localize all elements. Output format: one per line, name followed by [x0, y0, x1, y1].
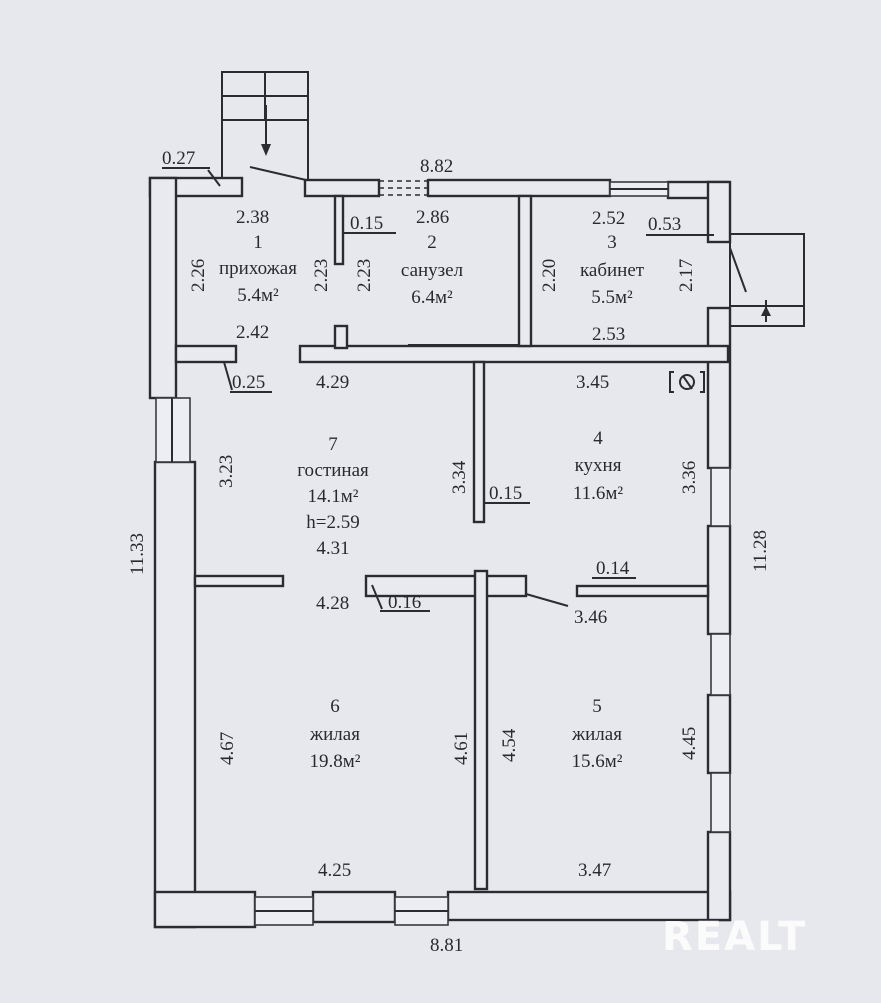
- dim-2-17: 2.17: [676, 259, 697, 292]
- room-7-area: 14.1м²: [308, 486, 359, 507]
- dim-3-34: 3.34: [449, 460, 470, 494]
- entrance-steps: [221, 71, 309, 181]
- room-7-number: 7: [328, 434, 338, 455]
- room-4: 4 кухня 11.6м²: [573, 428, 624, 504]
- dim-2-38: 2.38: [236, 207, 269, 228]
- room-5-number: 5: [592, 696, 602, 717]
- dim-0-53: 0.53: [648, 214, 681, 235]
- room-4-area: 11.6м²: [573, 483, 624, 504]
- dim-2-23-a: 2.23: [311, 259, 332, 292]
- room-5-name: жилая: [571, 724, 622, 745]
- room-7-height: h=2.59: [306, 512, 359, 533]
- room-7: 7 гостиная 14.1м² h=2.59 4.31: [297, 434, 369, 559]
- dim-4-67: 4.67: [217, 732, 238, 765]
- dim-2-26: 2.26: [188, 259, 209, 292]
- room-6-area: 19.8м²: [310, 751, 361, 772]
- room-1-area: 5.4м²: [237, 285, 279, 306]
- room-5: 5 жилая 15.6м²: [571, 696, 623, 772]
- dim-0-16: 0.16: [388, 592, 421, 613]
- leader-lines: [162, 167, 714, 612]
- room-2-name: санузел: [401, 260, 464, 281]
- partitions: [333, 194, 533, 891]
- room-6-number: 6: [330, 696, 340, 717]
- room-2-area: 6.4м²: [411, 287, 453, 308]
- room-7-name: гостиная: [297, 460, 369, 481]
- dim-2-20: 2.20: [539, 259, 560, 292]
- room-2: 2 санузел 6.4м²: [401, 232, 464, 308]
- top-opening: [379, 180, 428, 196]
- room-2-number: 2: [427, 232, 437, 253]
- room-4-number: 4: [593, 428, 603, 449]
- dim-4-29: 4.29: [316, 372, 349, 393]
- room-1-number: 1: [253, 232, 263, 253]
- entry-arrow-icon: [261, 144, 271, 156]
- dim-bottom-width: 8.81: [430, 935, 463, 956]
- dim-3-23: 3.23: [216, 455, 237, 488]
- dim-left-height: 11.33: [127, 533, 148, 575]
- dim-2-42: 2.42: [236, 322, 269, 343]
- dim-4-54: 4.54: [499, 728, 520, 762]
- dim-2-53: 2.53: [592, 324, 625, 345]
- outer-walls: [148, 176, 732, 929]
- room-7-extra: 4.31: [316, 538, 349, 559]
- room-6-name: жилая: [309, 724, 360, 745]
- dim-top-width: 8.82: [420, 156, 453, 177]
- room-5-area: 15.6м²: [572, 751, 623, 772]
- room-3-area: 5.5м²: [591, 287, 633, 308]
- room-6: 6 жилая 19.8м²: [309, 696, 361, 772]
- dim-4-25: 4.25: [318, 860, 351, 881]
- dim-2-86: 2.86: [416, 207, 449, 228]
- porch-arrow-icon: [761, 306, 771, 316]
- room-1-name: прихожая: [219, 258, 297, 279]
- dim-2-23-b: 2.23: [354, 259, 375, 292]
- room-4-name: кухня: [575, 455, 622, 476]
- windows: [155, 181, 731, 926]
- dim-right-height: 11.28: [750, 530, 771, 572]
- room-3-name: кабинет: [580, 260, 645, 281]
- dim-3-46: 3.46: [574, 607, 607, 628]
- dim-0-15-b: 0.15: [489, 483, 522, 504]
- dim-3-45: 3.45: [576, 372, 609, 393]
- dim-0-15-a: 0.15: [350, 213, 383, 234]
- dim-0-27: 0.27: [162, 148, 195, 169]
- dim-4-28: 4.28: [316, 593, 349, 614]
- room-3-number: 3: [607, 232, 617, 253]
- dim-4-45: 4.45: [679, 727, 700, 760]
- boiler-icon: [669, 371, 705, 393]
- dim-4-61: 4.61: [451, 732, 472, 765]
- dim-0-25: 0.25: [232, 372, 265, 393]
- room-3: 3 кабинет 5.5м²: [580, 232, 645, 308]
- dim-3-47: 3.47: [578, 860, 611, 881]
- side-porch: [729, 233, 805, 327]
- dim-2-52: 2.52: [592, 208, 625, 229]
- dim-3-36: 3.36: [679, 461, 700, 494]
- watermark-logo: REALT: [662, 914, 807, 960]
- room-1: 1 прихожая 5.4м²: [219, 232, 297, 306]
- dim-0-14: 0.14: [596, 558, 630, 579]
- dimension-labels: 8.82 8.81 11.33 11.28 0.27 2.38 0.15 2.8…: [127, 148, 771, 956]
